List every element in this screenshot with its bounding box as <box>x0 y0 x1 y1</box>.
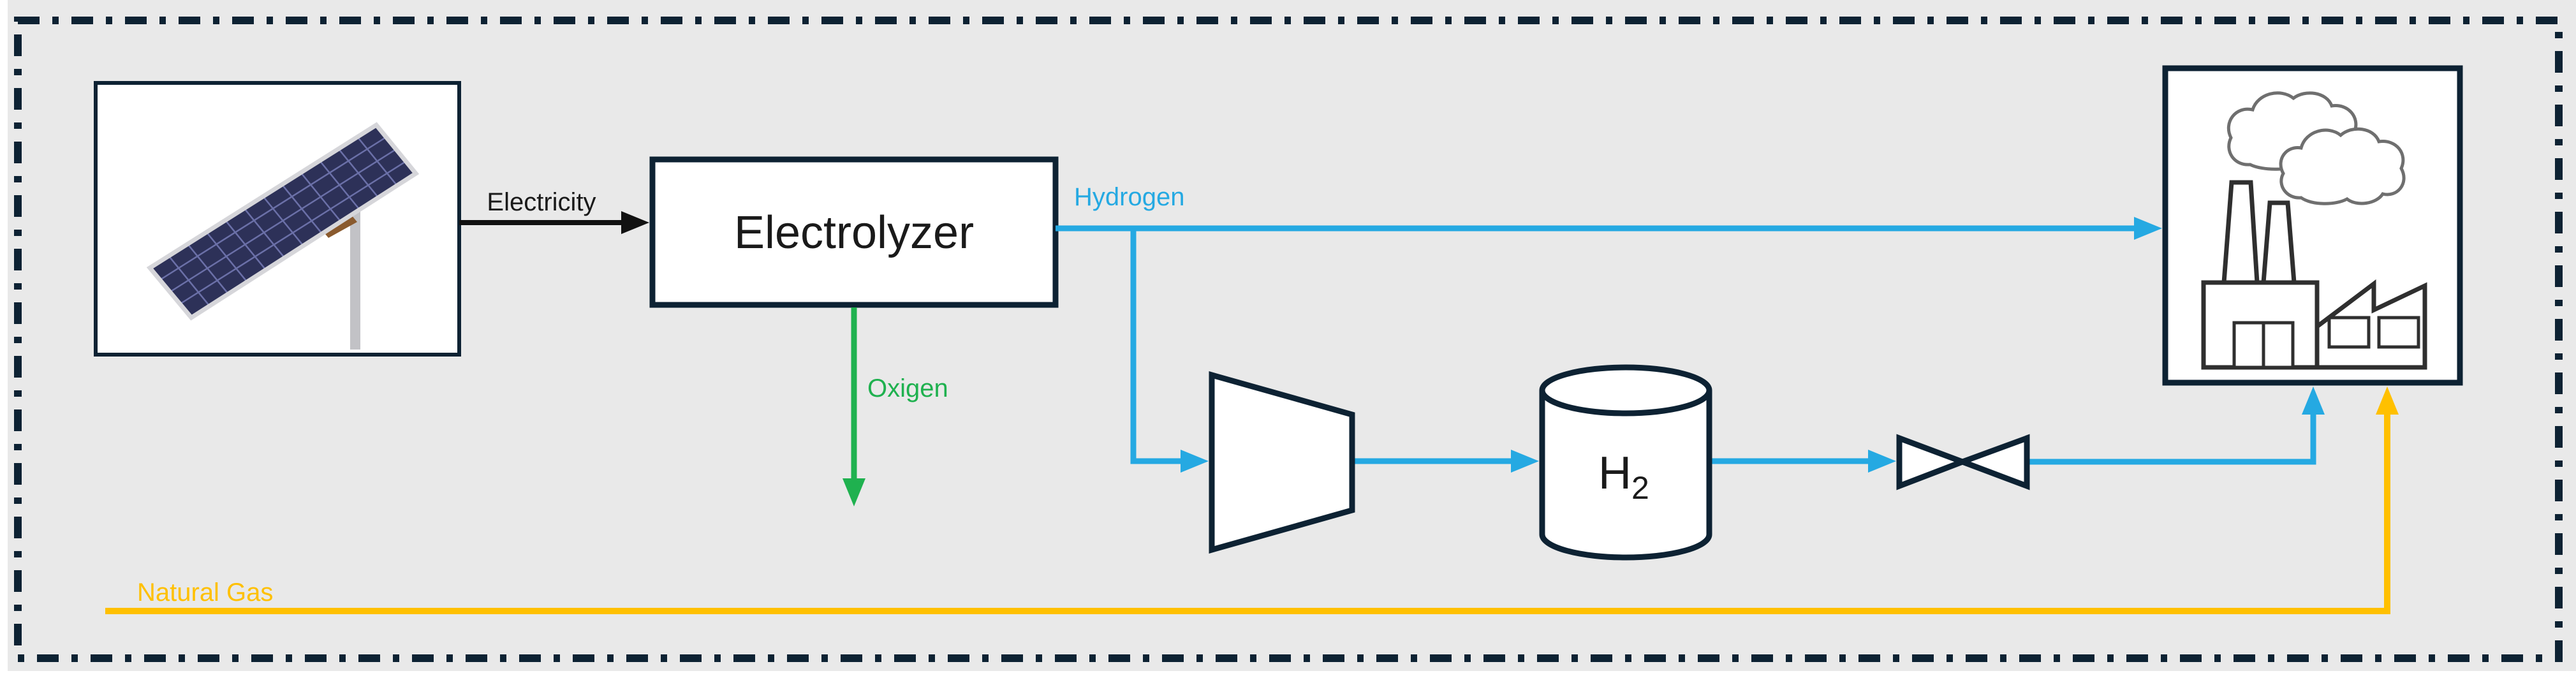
valve-left-triangle <box>1896 434 1971 490</box>
natural-gas-flow: Natural Gas <box>105 387 2399 614</box>
valve-icon <box>1896 434 2030 490</box>
panel-grid-line <box>169 148 397 293</box>
compressor-to-storage-arrowhead <box>1511 450 1539 473</box>
hydrogen-main-arrowhead <box>2134 217 2162 240</box>
factory-openings <box>2232 316 2420 369</box>
h2-storage-label: H2 <box>1598 448 1649 506</box>
smoke-cloud-right <box>2279 127 2406 205</box>
factory-buildings <box>2201 180 2427 370</box>
electricity-flow: Electricity <box>459 188 649 234</box>
h2-label-main: H <box>1598 448 1631 499</box>
solar-panel-frame <box>146 122 420 321</box>
h2-storage-node: H2 <box>1539 364 1712 561</box>
valve-to-factory-arrowhead <box>2302 387 2325 415</box>
panel-grid-line <box>179 160 407 306</box>
hydrogen-branch-arrowhead <box>1181 450 1209 473</box>
natural-gas-arrowhead <box>2376 387 2399 415</box>
electrolyzer-label: Electrolyzer <box>734 207 974 258</box>
hydrogen-branch-line <box>1130 228 1183 464</box>
factory-chimney-right <box>2261 200 2297 283</box>
oxygen-arrowhead <box>843 478 865 506</box>
panel-grid-line <box>159 136 387 281</box>
dashed-border <box>14 17 2563 662</box>
valve-right-triangle <box>1954 434 2030 490</box>
factory-window-left <box>2327 316 2371 349</box>
oxygen-flow: Oxigen <box>843 307 948 506</box>
h2-label-subscript: 2 <box>1631 470 1649 506</box>
electricity-arrowhead <box>621 211 649 234</box>
electrolyzer-box <box>649 156 1059 308</box>
oxygen-label: Oxigen <box>867 374 948 402</box>
storage-cylinder-body <box>1539 390 1712 561</box>
solar-panel-node <box>94 81 461 357</box>
factory-window-right <box>2377 316 2420 349</box>
factory-node <box>2162 65 2463 386</box>
electricity-label: Electricity <box>487 188 596 216</box>
storage-cylinder-top <box>1539 364 1712 416</box>
valve-to-factory-line <box>2027 412 2316 465</box>
hydrogen-label: Hydrogen <box>1074 183 1184 211</box>
electrolyzer-node: Electrolyzer <box>649 156 1059 308</box>
hydrogen-flow: Hydrogen <box>1056 183 2325 473</box>
natural-gas-label: Natural Gas <box>137 578 273 607</box>
solar-panel-grid <box>159 136 407 306</box>
factory-smoke <box>2226 91 2406 205</box>
solar-panel-pole <box>350 210 360 350</box>
factory-chimney-left <box>2221 180 2260 283</box>
compressor-icon <box>1209 371 1355 554</box>
storage-to-valve-arrowhead <box>1868 450 1896 473</box>
natural-gas-line <box>105 412 2390 614</box>
